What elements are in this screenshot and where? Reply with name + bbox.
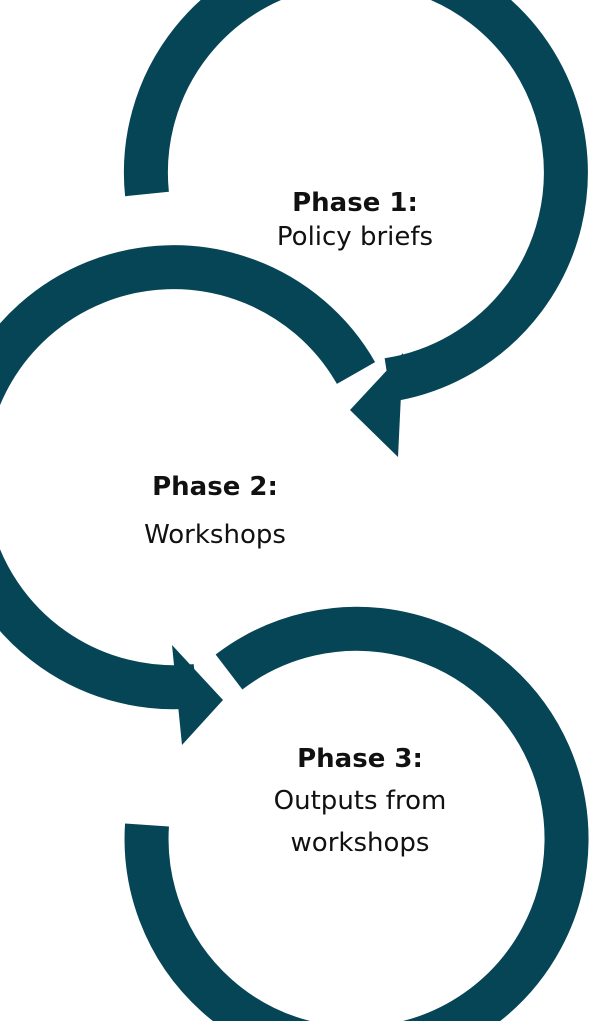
phase-2-ring: [0, 245, 376, 710]
phase-3-ring: [124, 606, 589, 1021]
phase-1-ring: [123, 0, 588, 402]
phase-1-label: Phase 1: Policy briefs: [230, 186, 480, 254]
phase-3-description-line-2: workshops: [290, 828, 430, 858]
phase-2-description: Workshops: [144, 520, 286, 550]
phase-1-title: Phase 1:: [292, 188, 418, 218]
phase-1-description: Policy briefs: [276, 222, 434, 252]
phase-2-label: Phase 2: Workshops: [90, 470, 340, 552]
phase-2-title: Phase 2:: [152, 472, 278, 502]
phase-3-label: Phase 3: Outputs from workshops: [230, 742, 490, 860]
phase-3-title: Phase 3:: [297, 744, 423, 774]
phase-2-arrowhead: [172, 645, 223, 745]
phase-1-arrowhead: [350, 353, 403, 457]
phase-3-description-line-1: Outputs from: [273, 786, 447, 816]
